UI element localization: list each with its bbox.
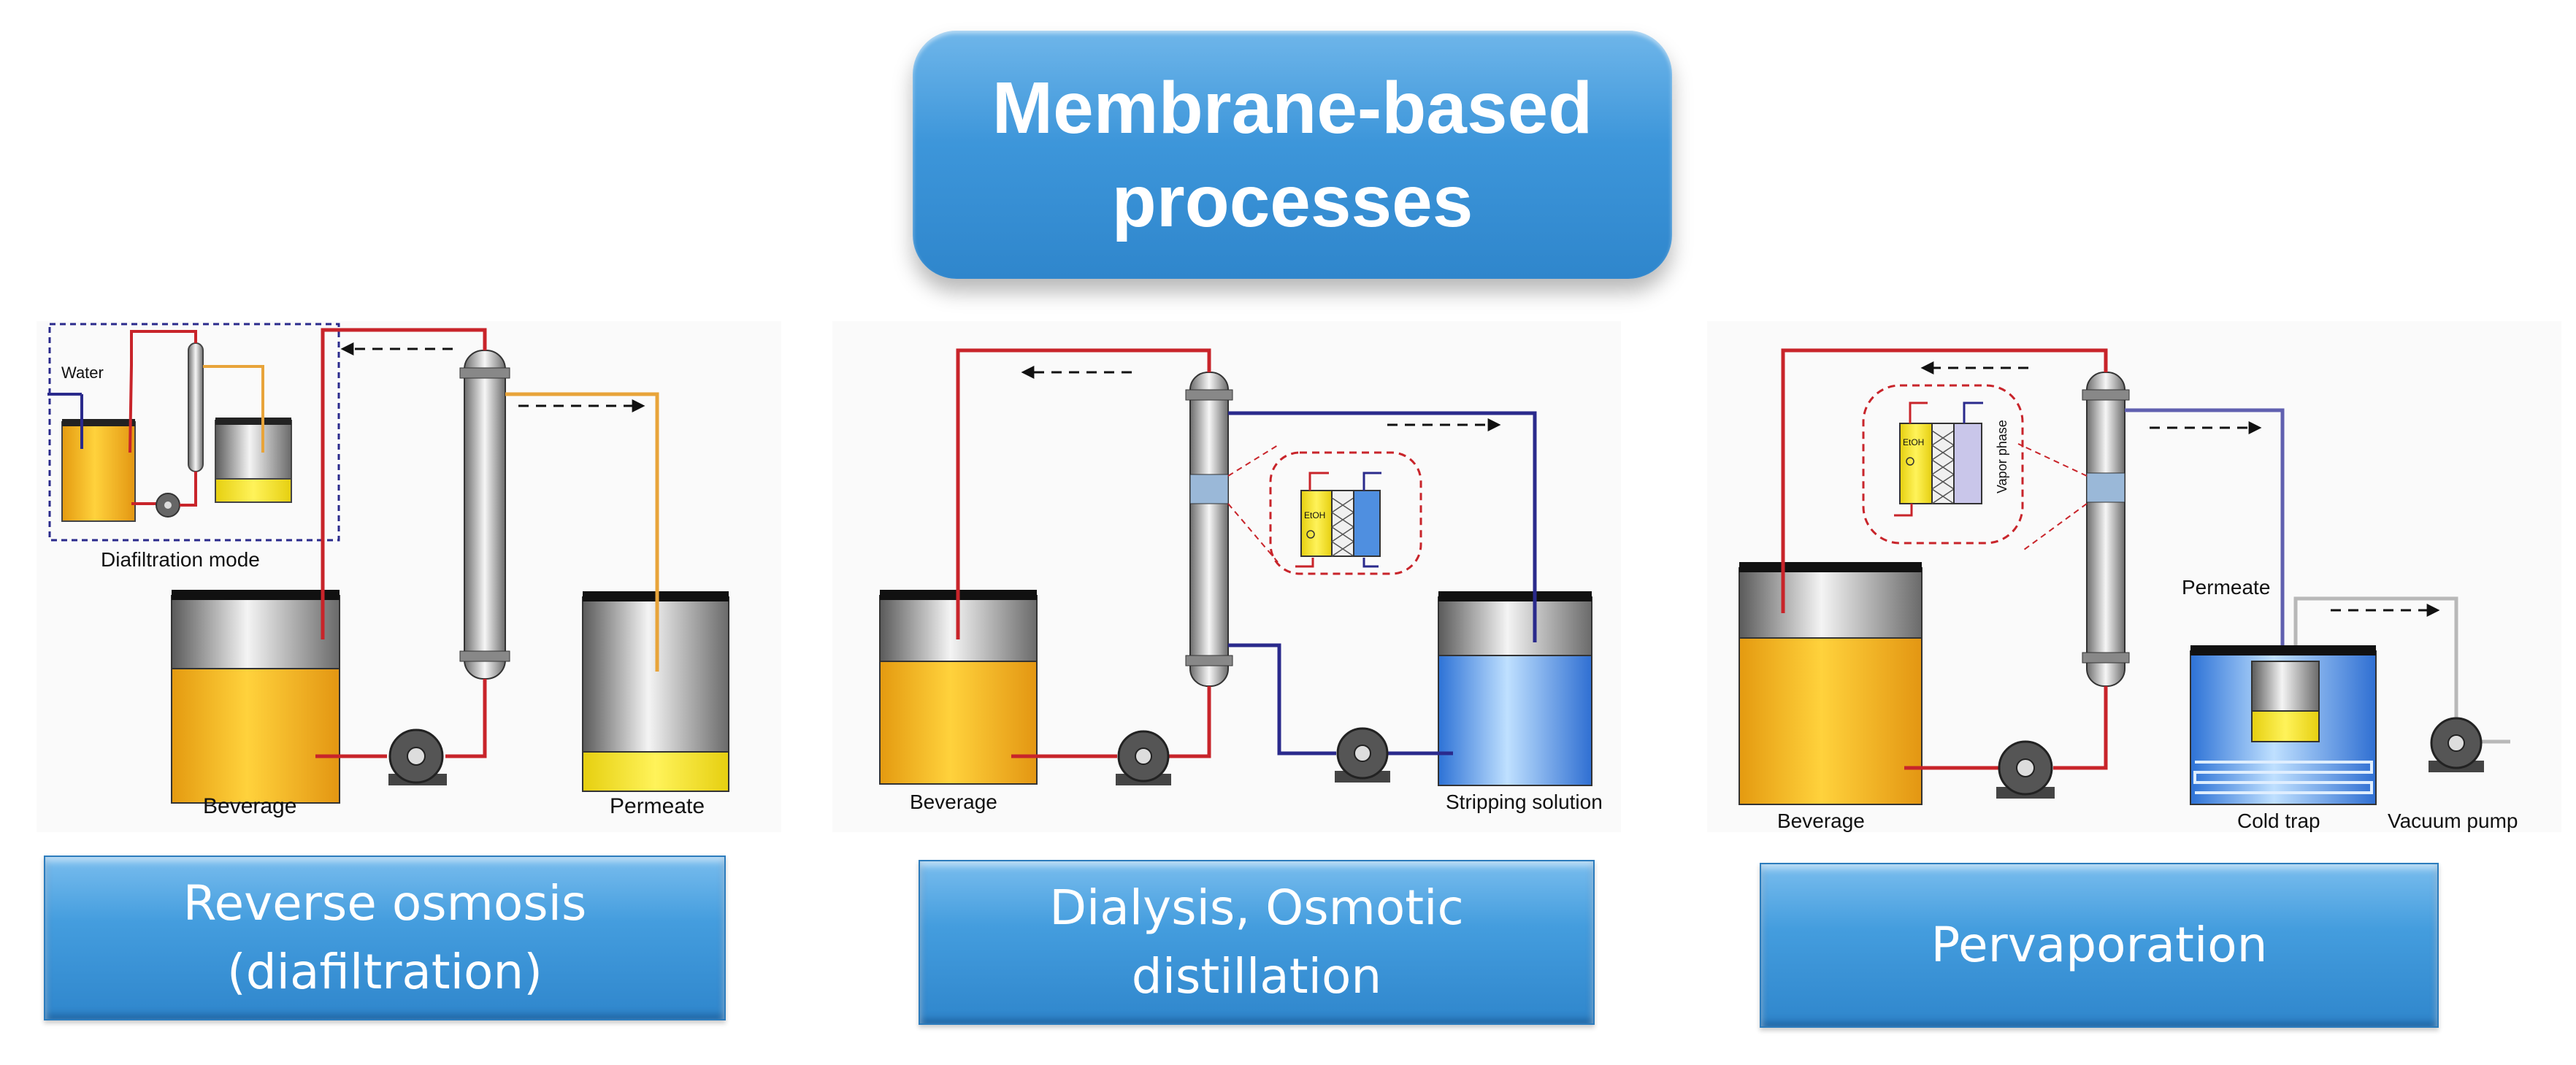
beverage-label: Beverage xyxy=(203,794,296,818)
membrane-column xyxy=(1189,372,1229,687)
pervaporation-label: Pervaporation xyxy=(1760,863,2439,1028)
dialysis-label: Dialysis, Osmotic distillation xyxy=(919,860,1595,1025)
title-banner: Membrane-based processes xyxy=(913,31,1672,279)
beverage-label: Beverage xyxy=(910,791,997,813)
diafiltration-caption: Diafiltration mode xyxy=(101,548,260,571)
membrane-column xyxy=(464,350,506,680)
permeate-pipe xyxy=(505,392,659,672)
etoh-label: EtOH xyxy=(1304,510,1325,520)
reverse-osmosis-label-line-2: (diafiltration) xyxy=(227,944,543,1000)
permeate-label: Permeate xyxy=(610,794,705,818)
title-line-1: Membrane-based xyxy=(992,67,1593,149)
membrane-column xyxy=(2086,372,2125,687)
beverage-label: Beverage xyxy=(1777,810,1865,832)
retentate-pipe xyxy=(956,348,1211,639)
membrane-zoom-inset xyxy=(1862,384,2024,545)
stripping-solution-label: Stripping solution xyxy=(1446,791,1603,813)
dialysis-diagram: EtOH Beverage Stripping solution xyxy=(832,321,1621,832)
reverse-osmosis-label-line-1: Reverse osmosis xyxy=(183,875,587,931)
beverage-tank xyxy=(1739,567,1923,639)
stripping-return-pipe xyxy=(1228,411,1537,642)
vacuum-pump-label: Vacuum pump xyxy=(2388,810,2518,832)
reverse-osmosis-diagram: Water Diafiltration mode Beverage Permea… xyxy=(37,321,781,832)
diafiltration-column xyxy=(188,342,204,472)
cold-trap-label: Cold trap xyxy=(2237,810,2320,832)
pervaporation-diagram: EtOH Vapor phase Beverage Permeate Cold … xyxy=(1707,321,2561,832)
reverse-osmosis-label: Reverse osmosis (diafiltration) xyxy=(44,856,726,1020)
beverage-tank xyxy=(171,595,340,669)
diafiltration-feed-tank xyxy=(61,421,136,522)
etoh-label: EtOH xyxy=(1903,437,1924,447)
dialysis-label-line-1: Dialysis, Osmotic xyxy=(1049,880,1464,936)
retentate-pipe xyxy=(1781,348,2108,613)
stripping-solution-tank xyxy=(1438,596,1592,656)
permeate-label: Permeate xyxy=(2182,576,2270,599)
membrane-zoom-inset xyxy=(1269,451,1422,575)
retentate-pipe xyxy=(321,328,487,639)
water-label: Water xyxy=(61,364,104,382)
dialysis-label-line-2: distillation xyxy=(1131,948,1382,1004)
pervaporation-label-line-1: Pervaporation xyxy=(1931,917,2268,973)
vapor-pipe xyxy=(2125,408,2285,664)
diafiltration-permeate-tank xyxy=(215,420,292,480)
vapor-phase-label: Vapor phase xyxy=(1995,420,2009,493)
diafiltration-box xyxy=(48,323,340,542)
title-line-2: processes xyxy=(1111,161,1473,242)
